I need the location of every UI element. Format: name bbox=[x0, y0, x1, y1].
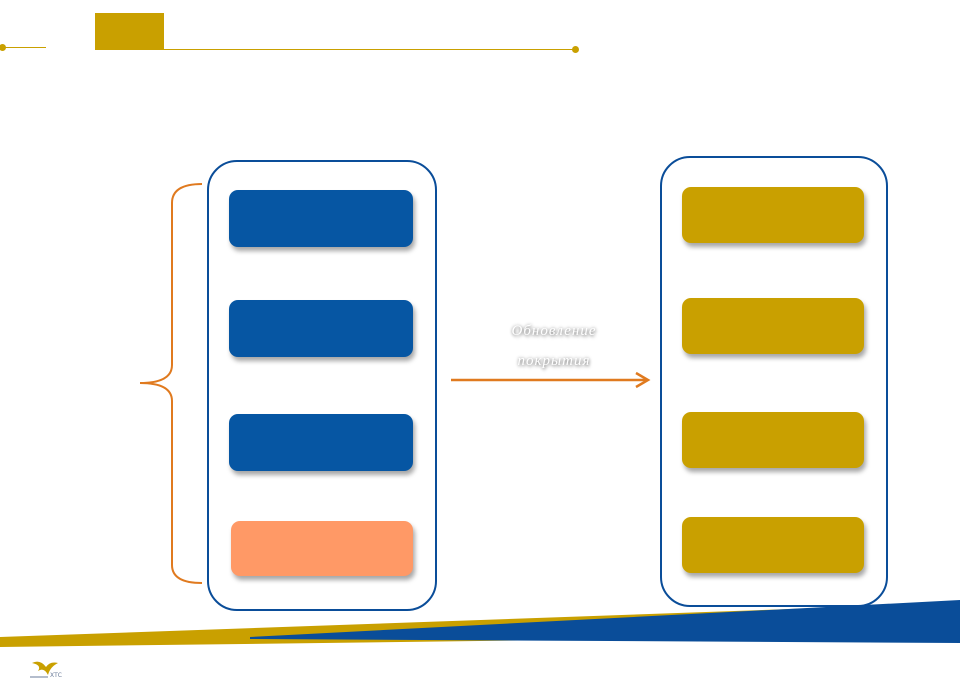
left-item-2 bbox=[229, 300, 413, 357]
arrow-label: Обновление покрытия bbox=[470, 316, 638, 376]
left-brace bbox=[139, 183, 203, 584]
right-group-frame bbox=[660, 156, 888, 607]
left-item-4 bbox=[231, 521, 413, 576]
header-left-line bbox=[0, 46, 46, 48]
footer-band bbox=[0, 600, 960, 647]
transition-arrow bbox=[451, 371, 651, 389]
company-logo-icon bbox=[30, 661, 58, 678]
header-divider-line bbox=[164, 48, 575, 50]
right-item-4 bbox=[682, 517, 864, 573]
left-group-frame bbox=[207, 160, 437, 611]
left-item-1 bbox=[229, 190, 413, 247]
right-item-3 bbox=[682, 412, 864, 468]
left-item-3 bbox=[229, 414, 413, 471]
right-item-2 bbox=[682, 298, 864, 354]
right-item-1 bbox=[682, 187, 864, 243]
header-right-dot bbox=[571, 45, 579, 53]
title-block bbox=[95, 13, 164, 50]
arrow-label-line-2: покрытия bbox=[517, 353, 591, 369]
arrow-label-line-1: Обновление bbox=[511, 323, 597, 339]
logo-caption: ХТС bbox=[50, 672, 62, 679]
